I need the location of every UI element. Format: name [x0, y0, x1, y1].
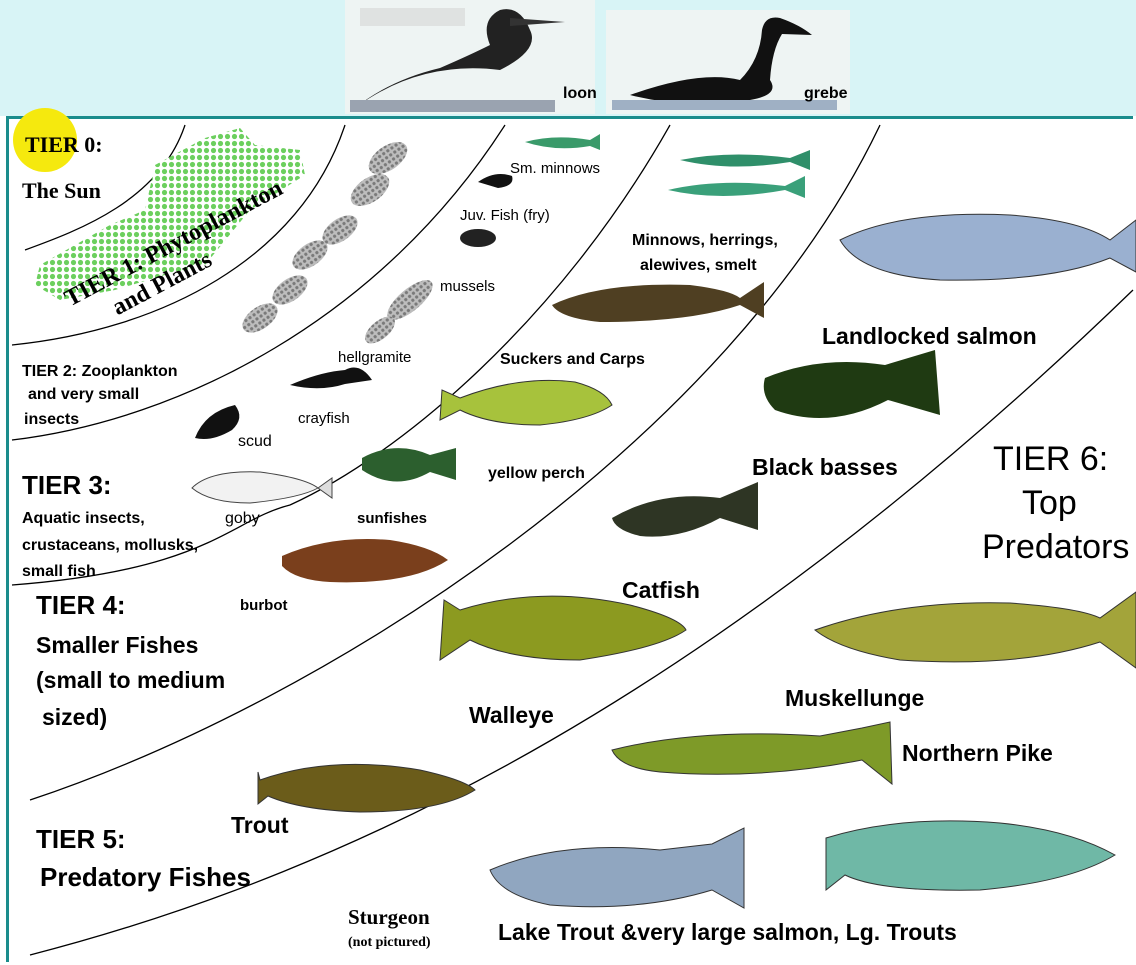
loon-label: loon [563, 85, 597, 102]
tier3-label-line1: TIER 3: [22, 470, 112, 501]
tier3-label-line3: crustaceans, mollusks, [22, 537, 198, 555]
tier4-label-line1: TIER 4: [36, 590, 126, 621]
yellow-perch-label: yellow perch [488, 465, 585, 483]
juv-fish-icon [460, 229, 496, 247]
scud-icon [195, 405, 239, 439]
burbot-label: burbot [240, 597, 287, 614]
trout-label: Trout [231, 812, 289, 839]
minnows-icon [668, 176, 805, 198]
tier6-label-line1: TIER 6: [993, 440, 1108, 479]
goby-label: goby [225, 510, 260, 528]
northern-pike-label: Northern Pike [902, 740, 1053, 767]
minnows-herrings-label-line1: Minnows, herrings, [632, 232, 778, 250]
tier6-label-line3: Predators [982, 528, 1129, 567]
trout-icon [258, 764, 475, 812]
catfish-label: Catfish [622, 577, 700, 604]
muskellunge-label: Muskellunge [785, 685, 924, 712]
salmon-icon [840, 214, 1136, 280]
tier3-label-line2: Aquatic insects, [22, 510, 145, 528]
loon-illustration [345, 0, 595, 114]
tier2-label-line1: TIER 2: Zooplankton [22, 363, 178, 381]
mussels-label: mussels [440, 278, 495, 295]
burbot-icon [282, 539, 448, 582]
minnows-icon [680, 150, 810, 170]
scud-label: scud [238, 433, 272, 451]
sturgeon-label: Sturgeon [348, 905, 430, 930]
crayfish-label: crayfish [298, 410, 350, 427]
tier0-label-line1: TIER 0: [25, 132, 103, 158]
sunfishes-label: sunfishes [357, 510, 427, 527]
sm-minnows-label: Sm. minnows [510, 160, 600, 177]
lake-trout-icon [490, 828, 744, 908]
landlocked-salmon-label: Landlocked salmon [822, 323, 1037, 350]
tier0-label-line2: The Sun [22, 178, 101, 204]
bass-icon [764, 350, 940, 418]
grebe-label: grebe [804, 85, 848, 102]
sucker-icon [552, 282, 764, 322]
large-trout-icon [826, 821, 1115, 890]
tier2-label-line2: and very small [28, 386, 139, 404]
walleye-label: Walleye [469, 702, 554, 729]
sm-minnow-icon [525, 134, 600, 150]
tier4-label-line3: (small to medium [36, 667, 225, 694]
hellgramite-label: hellgramite [338, 349, 411, 366]
goby-icon [192, 472, 332, 503]
juv-fish-label: Juv. Fish (fry) [460, 207, 550, 224]
yellow-perch-icon [440, 380, 612, 425]
tier3-label-line4: small fish [22, 563, 96, 581]
tier5-label-line1: TIER 5: [36, 824, 126, 855]
hellgramite-icon [290, 368, 372, 389]
tier4-label-line2: Smaller Fishes [36, 632, 198, 659]
fry-icon [478, 174, 512, 188]
sunfish-icon [362, 448, 456, 482]
northern-pike-icon [612, 722, 892, 784]
tier2-label-line3: insects [24, 411, 79, 429]
tier4-label-line4: sized) [42, 704, 107, 731]
tier5-label-line2: Predatory Fishes [40, 862, 251, 893]
lake-trout-label: Lake Trout &very large salmon, Lg. Trout… [498, 919, 957, 946]
catfish-icon [612, 482, 758, 537]
black-basses-label: Black basses [752, 454, 898, 481]
not-pictured-label: (not pictured) [348, 935, 431, 951]
minnows-herrings-label-line2: alewives, smelt [640, 257, 757, 275]
muskellunge-icon [815, 592, 1136, 668]
tier6-label-line2: Top [1022, 484, 1077, 523]
suckers-carps-label: Suckers and Carps [500, 351, 645, 369]
walleye-icon [440, 596, 686, 660]
